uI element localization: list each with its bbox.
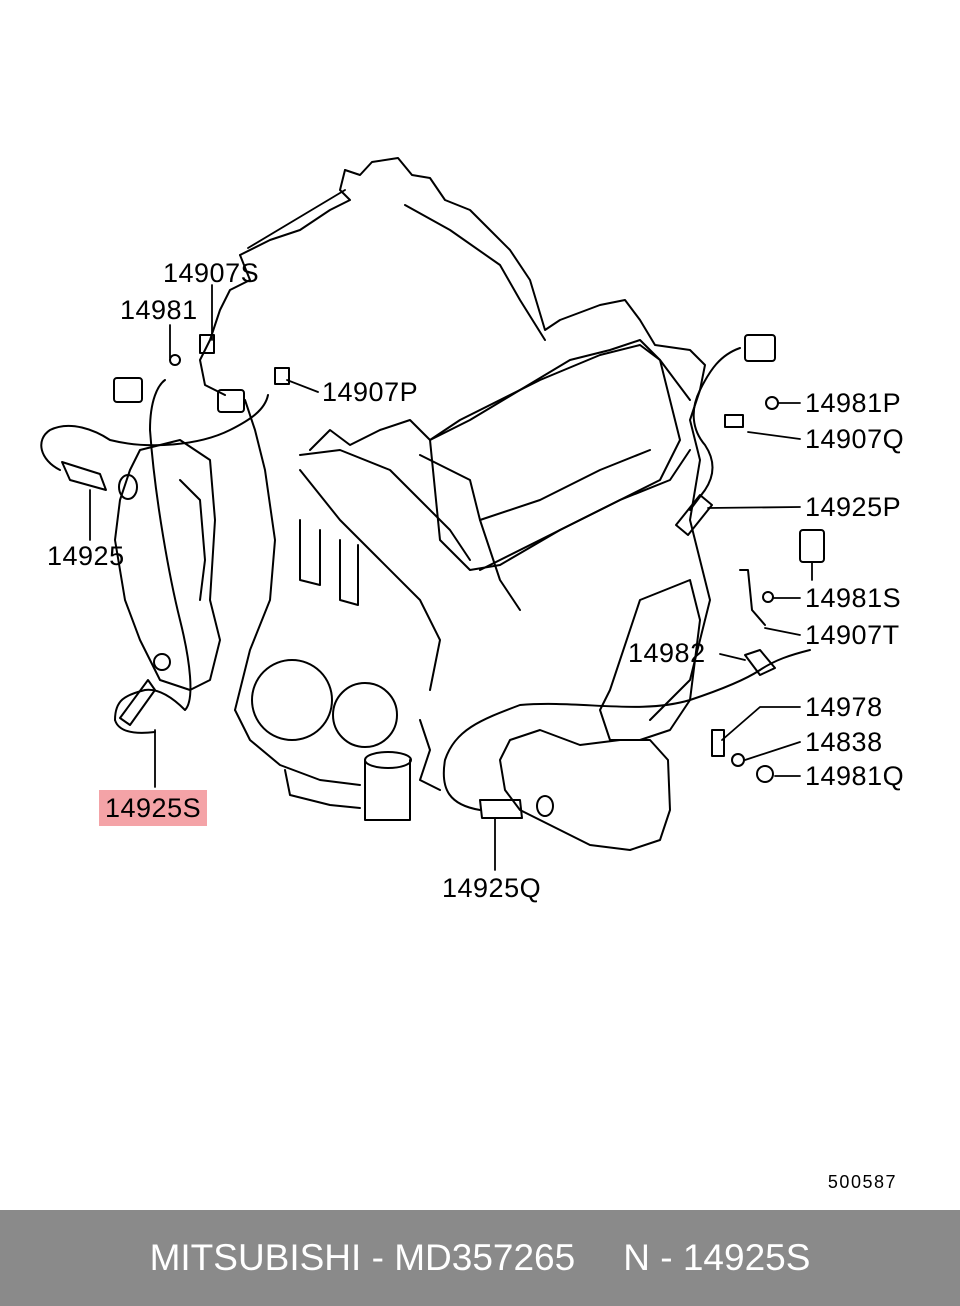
- footer-ref-separator: -: [660, 1237, 673, 1278]
- callout-14838: 14838: [805, 727, 883, 757]
- small-hardware: [169, 334, 825, 783]
- callout-14925S: 14925S: [99, 790, 208, 826]
- footer-part-number: MD357265: [394, 1237, 576, 1278]
- footer-ref-code: 14925S: [682, 1237, 811, 1278]
- callout-14907P: 14907P: [322, 377, 419, 407]
- callout-14981P: 14981P: [805, 388, 902, 418]
- sensor-harness-14925P: [675, 334, 776, 536]
- diagram-id: 500587: [827, 1172, 897, 1192]
- callout-14925: 14925: [47, 541, 125, 571]
- callout-14907S: 14907S: [163, 258, 260, 288]
- callout-14925Q: 14925Q: [442, 873, 542, 903]
- sensor-harness-14925Q: [442, 649, 811, 819]
- callout-14978: 14978: [805, 692, 883, 722]
- callout-14981: 14981: [120, 295, 198, 325]
- callout-14981Q: 14981Q: [805, 761, 905, 791]
- sensor-harness-14925S: [113, 377, 192, 734]
- callout-14981S: 14981S: [805, 583, 902, 613]
- leader-lines: [89, 189, 813, 871]
- footer-bar: MITSUBISHI - MD357265 N - 14925S: [0, 1210, 960, 1306]
- callout-14982: 14982: [628, 638, 706, 668]
- sensor-harness-14925: [40, 389, 269, 500]
- callout-14925P: 14925P: [805, 492, 902, 522]
- footer-separator: -: [371, 1237, 384, 1278]
- footer-brand: MITSUBISHI: [149, 1237, 362, 1278]
- callout-14907Q: 14907Q: [805, 424, 905, 454]
- engine-parts-diagram: [40, 157, 825, 871]
- engine-block: [114, 157, 711, 851]
- callout-14907T: 14907T: [805, 620, 900, 650]
- footer-ref-prefix: N: [623, 1237, 650, 1278]
